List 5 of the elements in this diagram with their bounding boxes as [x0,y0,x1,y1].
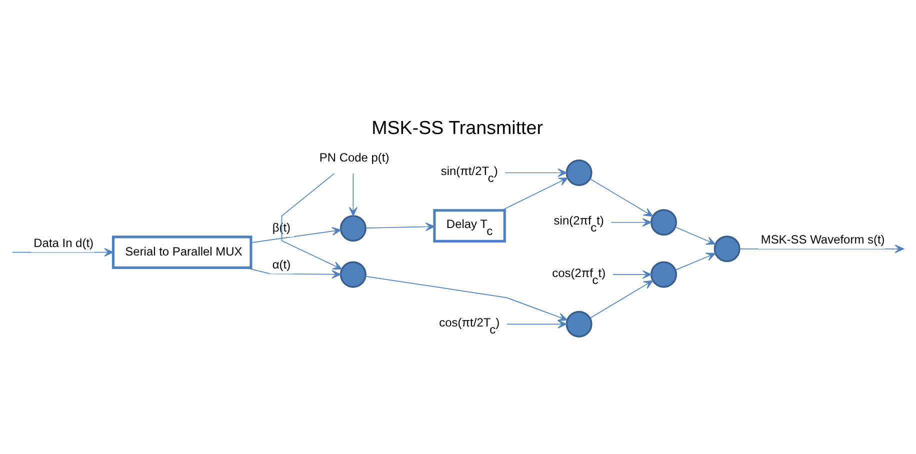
edge-label: α(t) [272,256,291,271]
node-text: PN Code p(t) [319,150,390,164]
edge-label: MSK-SS Waveform s(t) [760,232,885,246]
edge-label: Data In d(t) [34,235,94,250]
diagram-title: MSK-SS Transmitter [372,116,544,138]
